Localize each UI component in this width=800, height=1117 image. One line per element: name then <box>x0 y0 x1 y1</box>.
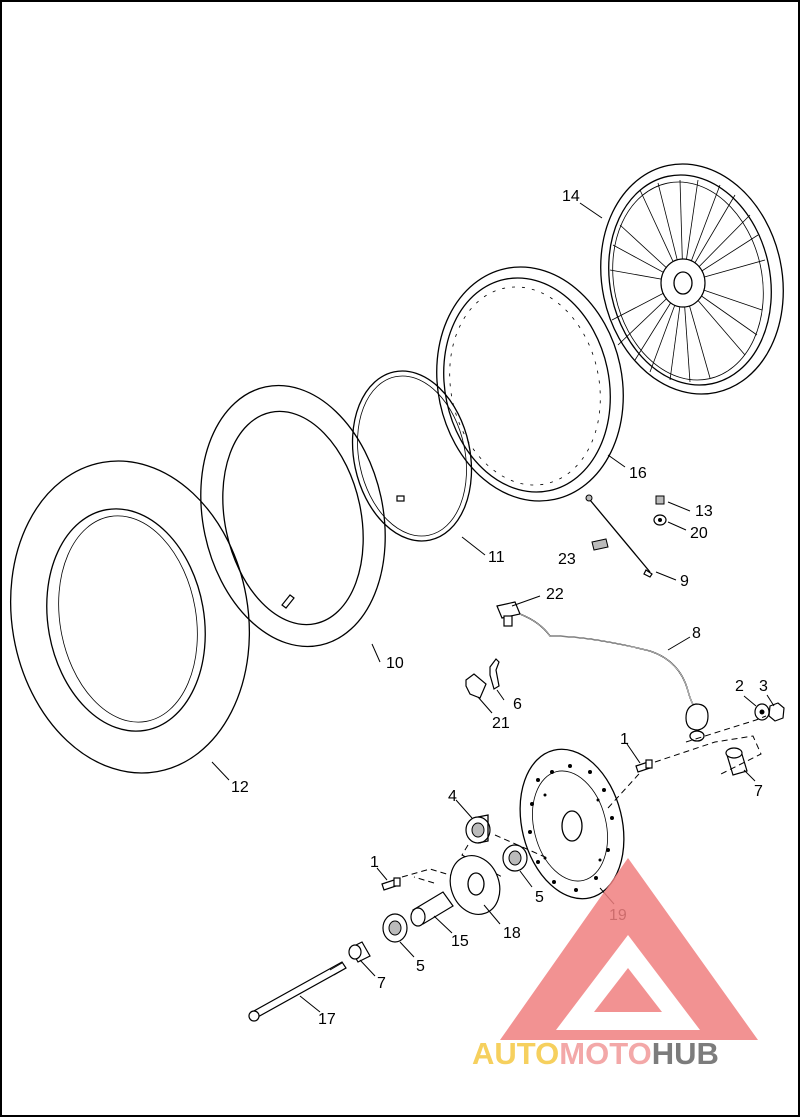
inner-tube-part <box>200 384 386 648</box>
bearing-5-upper-part <box>502 844 528 872</box>
callout-22: 22 <box>546 586 564 603</box>
callout-13: 13 <box>695 503 713 520</box>
watermark-text: AUTOMOTOHUB <box>472 1036 719 1071</box>
rim-part <box>436 266 624 502</box>
callout-14: 14 <box>562 188 580 205</box>
watermark-triangle <box>500 858 758 1040</box>
callout-12: 12 <box>231 779 249 796</box>
callout-1-lower: 1 <box>370 854 379 871</box>
clip-part <box>489 658 500 690</box>
callout-16: 16 <box>629 465 647 482</box>
callout-9: 9 <box>680 573 689 590</box>
callout-8: 8 <box>692 625 701 642</box>
callout-7-right: 7 <box>754 783 763 800</box>
callout-11: 11 <box>488 549 505 566</box>
bearing-5-lower-part <box>382 913 408 943</box>
spacer-right-part <box>725 747 748 776</box>
rod-part <box>585 494 653 578</box>
callout-6: 6 <box>513 696 522 713</box>
rim-strip-part <box>351 370 473 542</box>
callout-10: 10 <box>386 655 404 672</box>
watermark-hub: HUB <box>652 1036 719 1071</box>
callout-20: 20 <box>690 525 708 542</box>
callout-5-lower: 5 <box>416 958 425 975</box>
bearing-upper-part <box>465 814 491 844</box>
watermark-auto: AUTO <box>472 1036 559 1071</box>
callout-3: 3 <box>759 678 768 695</box>
callout-7-lower: 7 <box>377 975 386 992</box>
callout-21: 21 <box>492 715 510 732</box>
callout-23: 23 <box>558 551 576 568</box>
bolt-upper-part <box>635 759 653 773</box>
watermark-moto: MOTO <box>559 1036 651 1071</box>
sleeve-part <box>410 891 454 927</box>
tire-part <box>9 460 251 774</box>
spacer-lower-part <box>348 941 371 963</box>
pad-part <box>591 538 609 551</box>
watermark-logo: AUTOMOTOHUB <box>472 858 758 1071</box>
bolt-lower-part <box>381 877 401 891</box>
nipple-part <box>655 495 665 505</box>
callout-17: 17 <box>318 1011 336 1028</box>
axle-part <box>248 961 347 1022</box>
wheel-assembly-part <box>600 163 784 395</box>
bracket-part <box>465 673 487 699</box>
plate-part <box>449 855 501 915</box>
brake-disc-part <box>519 748 625 900</box>
watermark-inner-mark <box>594 968 662 1012</box>
callout-18: 18 <box>503 925 521 942</box>
callout-4: 4 <box>448 788 457 805</box>
sensor-cable-part <box>496 601 709 742</box>
callout-5-upper: 5 <box>535 889 544 906</box>
callout-2: 2 <box>735 678 744 695</box>
axle-nut-part <box>768 702 785 722</box>
callout-15: 15 <box>451 933 469 950</box>
callout-1-upper: 1 <box>620 731 629 748</box>
